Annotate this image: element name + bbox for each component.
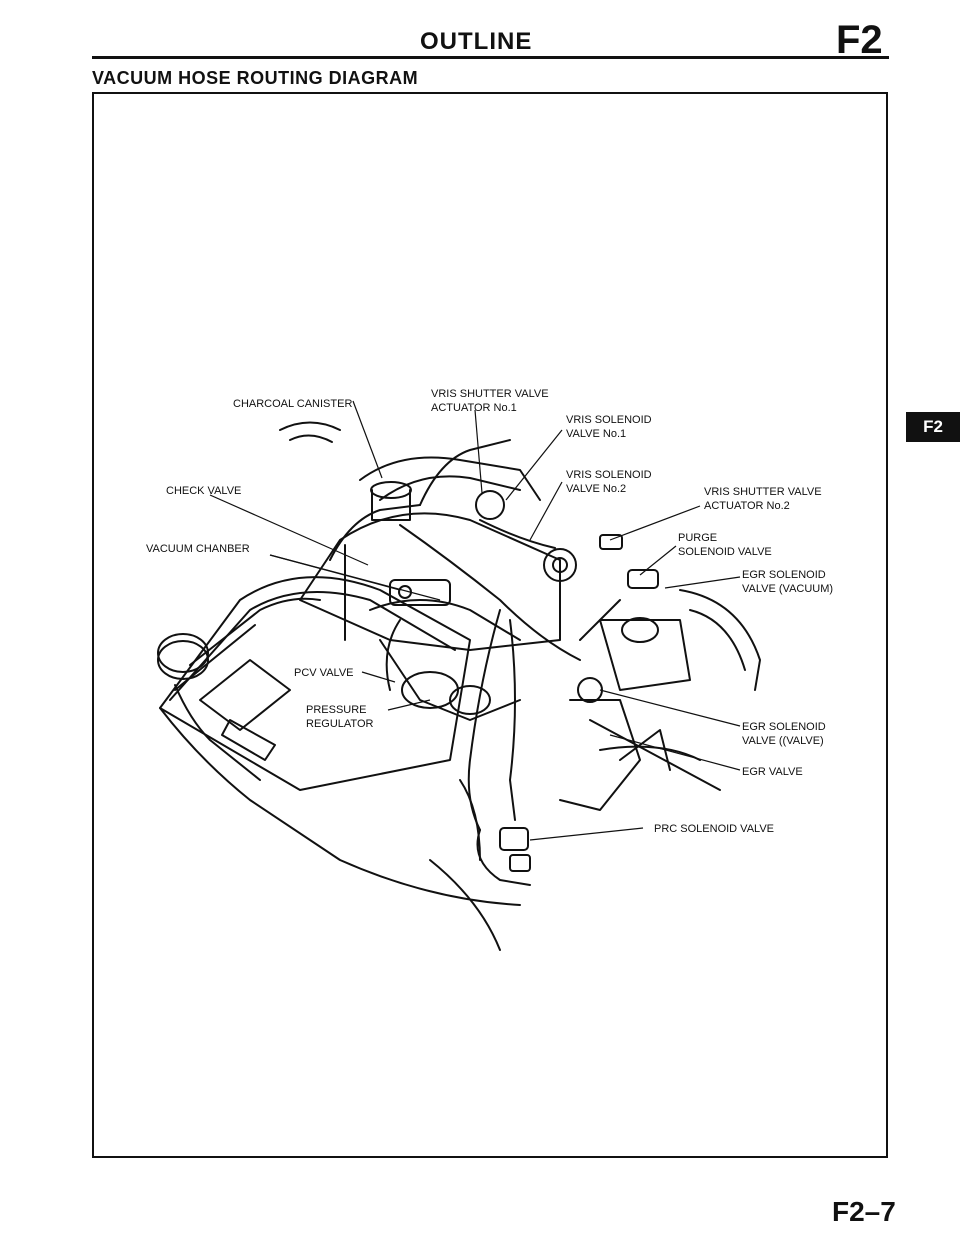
label-vris-solenoid-2-line1: VRIS SOLENOID — [566, 469, 652, 481]
leader-lines — [209, 400, 741, 841]
label-vris-solenoid-1-line1: VRIS SOLENOID — [566, 414, 652, 426]
callout-labels: CHARCOAL CANISTER VRIS SHUTTER VALVE ACT… — [146, 388, 833, 835]
page-header-title: OUTLINE — [420, 28, 533, 55]
label-egr-solenoid-vacuum-line1: EGR SOLENOID — [742, 569, 826, 581]
label-purge-line2: SOLENOID VALVE — [678, 546, 772, 558]
label-vris-shutter-1-line2: ACTUATOR No.1 — [431, 402, 517, 414]
page-number: F2–7 — [832, 1196, 896, 1227]
section-title: VACUUM HOSE ROUTING DIAGRAM — [92, 68, 419, 88]
label-vris-shutter-1-line1: VRIS SHUTTER VALVE — [431, 388, 549, 400]
page-header-section: F2 — [836, 18, 883, 62]
label-pcv-valve: PCV VALVE — [294, 667, 354, 679]
label-charcoal-canister: CHARCOAL CANISTER — [233, 398, 352, 410]
label-vris-solenoid-1-line2: VALVE No.1 — [566, 428, 626, 440]
label-pressure-regulator-line2: REGULATOR — [306, 718, 373, 730]
label-purge-line1: PURGE — [678, 532, 717, 544]
label-egr-solenoid-vacuum-line2: VALVE (VACUUM) — [742, 583, 833, 595]
header-divider — [92, 56, 889, 59]
diagram-frame — [92, 92, 888, 1158]
label-vris-shutter-2-line1: VRIS SHUTTER VALVE — [704, 486, 822, 498]
engine-illustration — [157, 421, 761, 951]
label-vris-solenoid-2-line2: VALVE No.2 — [566, 483, 626, 495]
label-egr-solenoid-vent-line2: VALVE ((VALVE) — [742, 735, 824, 747]
label-prc-solenoid-valve: PRC SOLENOID VALVE — [654, 823, 774, 835]
section-side-tab[interactable]: F2 — [906, 412, 960, 442]
label-vris-shutter-2-line2: ACTUATOR No.2 — [704, 500, 790, 512]
label-pressure-regulator-line1: PRESSURE — [306, 704, 367, 716]
label-egr-solenoid-vent-line1: EGR SOLENOID — [742, 721, 826, 733]
label-vacuum-chamber: VACUUM CHANBER — [146, 543, 250, 555]
label-check-valve: CHECK VALVE — [166, 485, 241, 497]
label-egr-valve: EGR VALVE — [742, 766, 803, 778]
